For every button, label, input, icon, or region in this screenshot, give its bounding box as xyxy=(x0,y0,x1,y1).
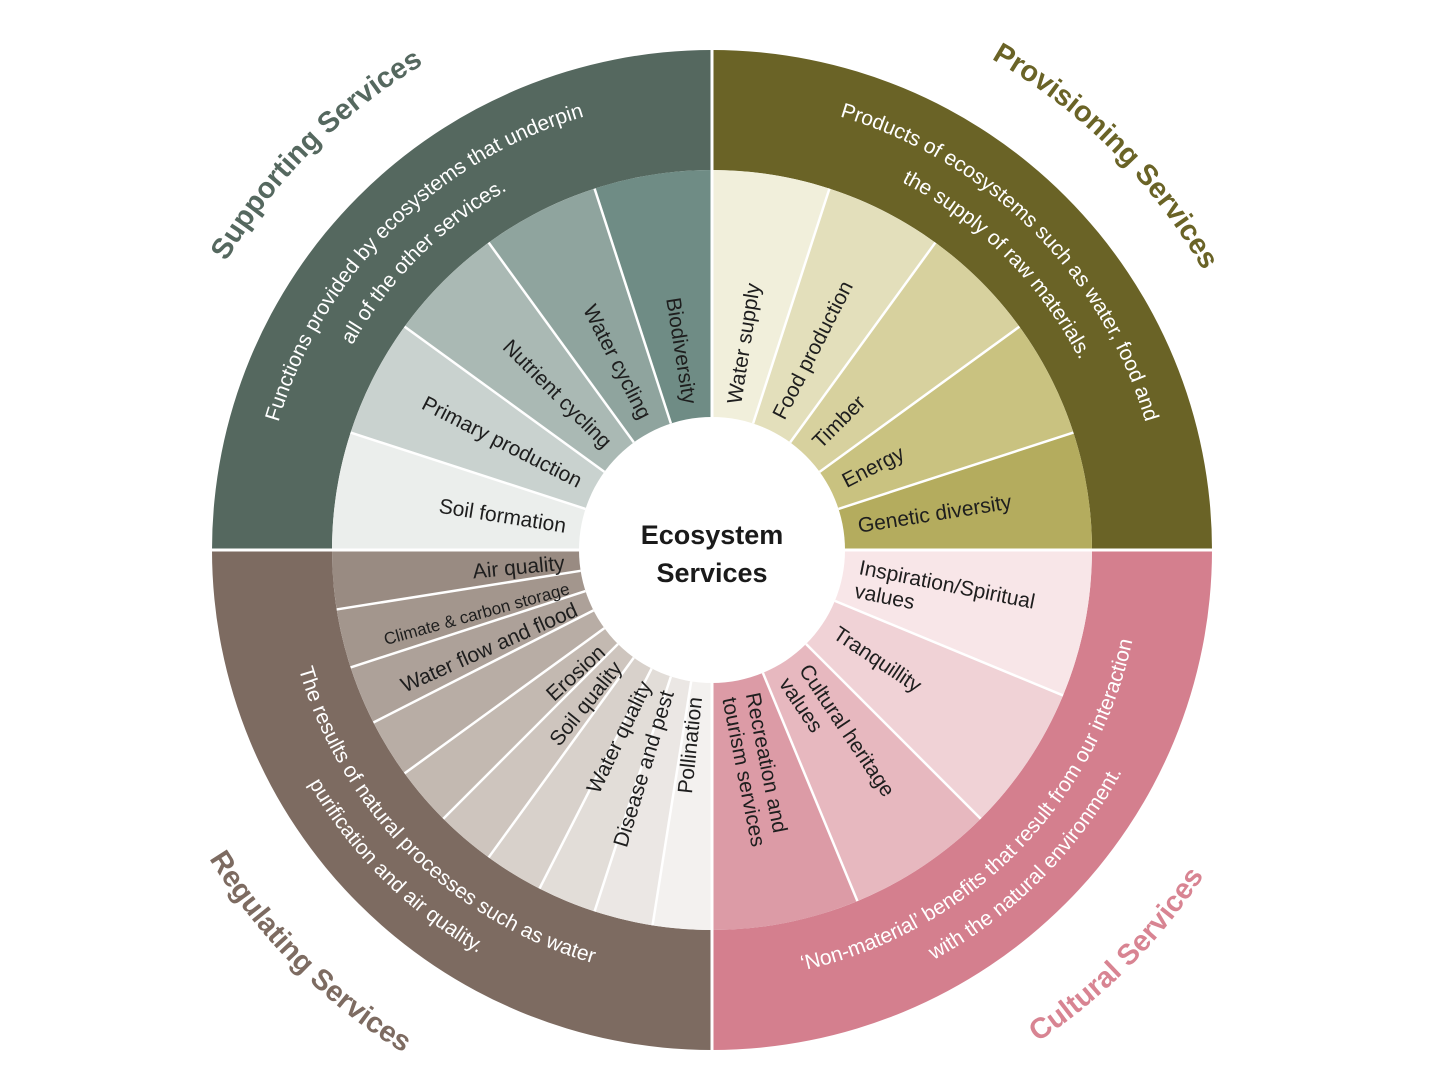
segment-divider xyxy=(834,599,1064,697)
supporting-segment xyxy=(594,170,712,429)
regulating-segment xyxy=(332,550,586,610)
supporting-ring xyxy=(212,50,712,550)
inner-wedges xyxy=(332,170,1093,930)
segment-divider xyxy=(350,589,586,669)
segment-divider xyxy=(761,672,859,902)
segment-divider xyxy=(350,431,586,511)
regulating-segment xyxy=(443,640,637,858)
provisioning-segment xyxy=(787,242,1020,475)
cultural-segment xyxy=(760,640,981,902)
center-title-line1: Ecosystem xyxy=(641,520,784,550)
regulating-segment xyxy=(404,625,622,819)
supporting-segment xyxy=(488,188,673,447)
segment-divider xyxy=(403,325,606,473)
segment-divider xyxy=(818,325,1021,473)
regulating-segment xyxy=(336,570,591,668)
cultural-ring xyxy=(712,550,1212,1050)
segment-divider xyxy=(487,241,635,444)
segment-divider xyxy=(403,627,606,775)
segment-divider xyxy=(538,667,653,890)
regulating-segment xyxy=(350,589,598,723)
segment-divider xyxy=(838,431,1074,511)
segment-divider xyxy=(442,643,619,820)
outer-ring xyxy=(212,50,1212,1050)
segment-divider xyxy=(487,656,635,859)
supporting-segment xyxy=(404,242,637,475)
provisioning-segment xyxy=(712,170,830,429)
cultural-segment xyxy=(802,598,1064,819)
segment-divider xyxy=(372,609,595,724)
segment-divider xyxy=(651,681,693,926)
center-title-line2: Services xyxy=(656,558,767,588)
provisioning-ring xyxy=(712,50,1212,550)
center-hub: Ecosystem Services xyxy=(579,417,845,683)
regulating-segment xyxy=(373,608,609,774)
regulating-segment xyxy=(539,664,673,912)
center-circle xyxy=(579,417,845,683)
regulating-segment xyxy=(488,653,654,889)
segment-divider xyxy=(789,241,937,444)
regulating-ring xyxy=(212,550,712,1050)
cultural-segment xyxy=(712,668,858,930)
regulating-segment xyxy=(594,671,692,926)
segment-divider xyxy=(593,676,673,912)
cultural-segment xyxy=(830,550,1093,696)
provisioning-segment xyxy=(833,432,1093,550)
segment-divider xyxy=(336,569,581,611)
provisioning-segment xyxy=(751,188,936,447)
supporting-segment xyxy=(350,326,609,511)
segment-divider xyxy=(751,188,831,424)
regulating-segment xyxy=(652,676,712,930)
segment-divider xyxy=(593,188,673,424)
supporting-segment xyxy=(332,432,591,550)
provisioning-segment xyxy=(815,326,1074,511)
segment-divider xyxy=(805,643,982,820)
